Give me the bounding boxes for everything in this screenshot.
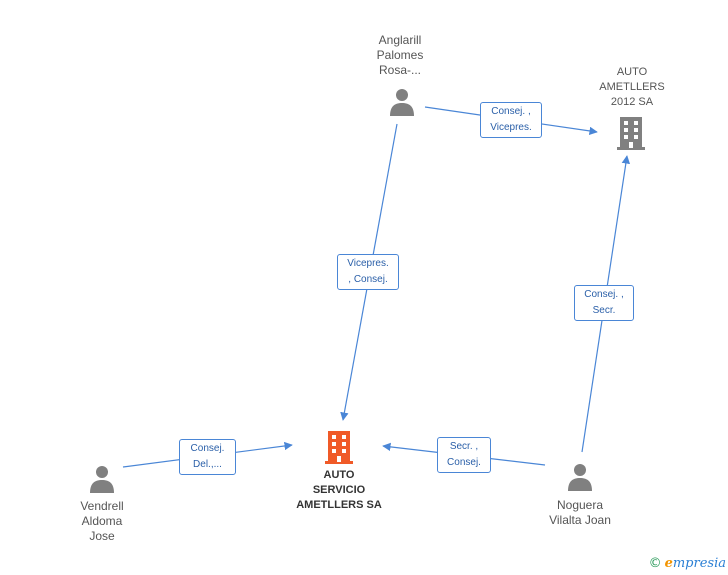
- edge-label-line: Secr.: [592, 305, 616, 316]
- node-label-anglarill[interactable]: Anglarill Palomes Rosa-...: [360, 33, 440, 78]
- person-icon[interactable]: [387, 87, 417, 117]
- node-label-line: AUTO: [323, 469, 355, 481]
- node-label-line: Vilalta Joan: [549, 513, 611, 527]
- edge-label-noguera-auto2012[interactable]: Consej. , Secr.: [574, 285, 634, 321]
- brand-logo[interactable]: ©empresia: [649, 556, 726, 571]
- edge-label-anglarill-center[interactable]: Vicepres. , Consej.: [337, 254, 399, 290]
- edge-label-line: Consej.: [447, 457, 481, 468]
- node-label-line: 2012 SA: [610, 96, 654, 108]
- person-icon[interactable]: [87, 464, 117, 494]
- edge-label-line: Consej.: [190, 443, 225, 454]
- edge-label-line: Vicepres.: [347, 258, 389, 269]
- building-icon[interactable]: [615, 115, 647, 151]
- node-label-line: SERVICIO: [312, 484, 366, 496]
- edge-label-anglarill-auto2012[interactable]: Consej. , Vicepres.: [480, 102, 542, 138]
- copyright-symbol: ©: [648, 556, 662, 571]
- node-label-line: Jose: [89, 529, 115, 543]
- node-label-line: Noguera: [556, 498, 604, 512]
- edge-label-line: Del.,...: [193, 459, 222, 470]
- edge-label-line: , Consej.: [348, 274, 388, 285]
- node-label-line: AMETLLERS: [599, 81, 665, 93]
- node-label-center[interactable]: AUTO SERVICIO AMETLLERS SA: [284, 468, 394, 513]
- node-label-line: Palomes: [376, 48, 424, 62]
- edge-label-vendrell-center[interactable]: Consej. Del.,...: [179, 439, 236, 475]
- edge-label-line: Consej. ,: [491, 106, 531, 117]
- edge-label-line: Secr. ,: [449, 441, 479, 452]
- node-label-line: Anglarill: [378, 33, 422, 47]
- brand-name: mpresia: [672, 556, 726, 571]
- building-icon-center[interactable]: [323, 429, 355, 465]
- node-label-line: Rosa-...: [378, 63, 421, 77]
- node-label-auto2012[interactable]: AUTO AMETLLERS 2012 SA: [592, 65, 672, 110]
- node-label-line: Aldoma: [81, 514, 123, 528]
- node-label-noguera[interactable]: Noguera Vilalta Joan: [533, 498, 627, 528]
- edge-label-noguera-center[interactable]: Secr. , Consej.: [437, 437, 491, 473]
- edge-label-line: Vicepres.: [490, 122, 532, 133]
- node-label-line: AUTO: [616, 66, 648, 78]
- brand-initial: e: [664, 556, 673, 571]
- person-icon[interactable]: [565, 462, 595, 492]
- node-label-vendrell[interactable]: Vendrell Aldoma Jose: [62, 499, 142, 544]
- edge-label-line: Consej. ,: [584, 289, 624, 300]
- node-label-line: AMETLLERS SA: [296, 499, 382, 511]
- node-label-line: Vendrell: [80, 499, 124, 513]
